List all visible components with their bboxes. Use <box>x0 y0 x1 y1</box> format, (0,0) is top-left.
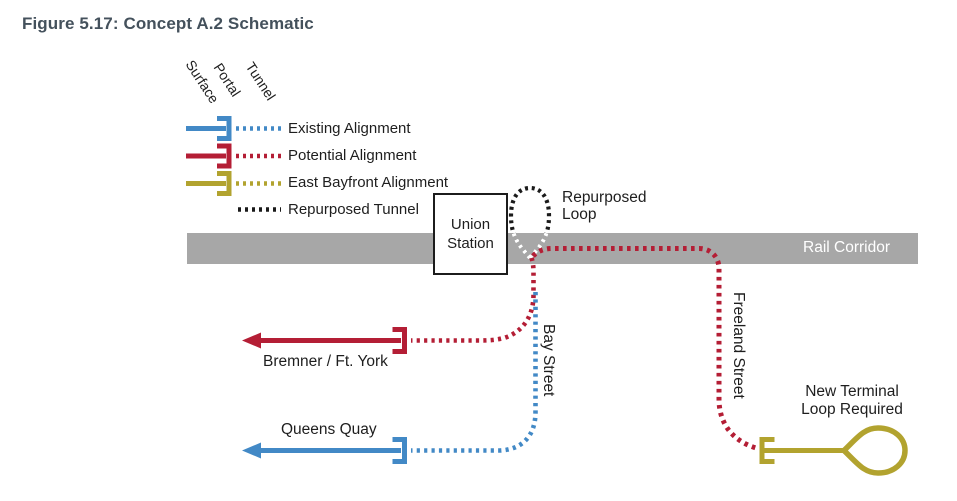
terminal-loop-path <box>840 425 908 476</box>
union-station-box: Union Station <box>433 193 508 275</box>
existing-tunnel-bay-path <box>411 292 538 453</box>
new-terminal-note-line2: Loop Required <box>801 401 903 418</box>
repurposed-loop-label: Repurposed Loop <box>562 189 646 223</box>
rail-corridor-label: Rail Corridor <box>803 239 890 256</box>
potential-tunnel-freeland-path <box>531 246 757 451</box>
legend-item-repurposed-label: Repurposed Tunnel <box>288 201 419 218</box>
legend-item-existing-label: Existing Alignment <box>288 120 411 137</box>
legend-existing-symbol <box>186 116 281 141</box>
bay-street-label: Bay Street <box>540 324 557 397</box>
repurposed-loop-label-line1: Repurposed <box>562 189 647 206</box>
legend-eastbayfront-portal-icon <box>217 171 232 196</box>
legend-potential-portal-icon <box>217 143 232 169</box>
bremner-arrowhead-icon <box>242 332 261 349</box>
legend-potential-symbol <box>186 143 281 169</box>
repurposed-loop-label-line2: Loop <box>562 206 597 223</box>
freeland-street-label: Freeland Street <box>730 292 747 399</box>
new-terminal-note-line1: New Terminal <box>805 383 899 400</box>
figure-title: Figure 5.17: Concept A.2 Schematic <box>22 14 314 33</box>
union-station-line1: Union <box>450 215 491 233</box>
new-terminal-note: New Terminal Loop Required <box>757 383 947 419</box>
potential-tunnel-bay-path <box>411 257 536 343</box>
legend-eastbayfront-symbol <box>186 171 281 196</box>
legend-existing-portal-icon <box>217 116 232 141</box>
queens-quay-destination-label: Queens Quay <box>281 421 377 438</box>
terminal-portal-icon <box>759 437 775 464</box>
rail-corridor-band <box>187 233 918 264</box>
legend-item-potential-label: Potential Alignment <box>288 147 417 164</box>
queens-quay-portal-icon <box>392 437 407 464</box>
union-station-line2: Station <box>447 235 494 252</box>
bremner-destination-label: Bremner / Ft. York <box>263 353 388 370</box>
legend-item-eastbayfront-label: East Bayfront Alignment <box>288 174 449 191</box>
queens-quay-arrowhead-icon <box>242 442 261 459</box>
bremner-portal-icon <box>392 327 407 354</box>
